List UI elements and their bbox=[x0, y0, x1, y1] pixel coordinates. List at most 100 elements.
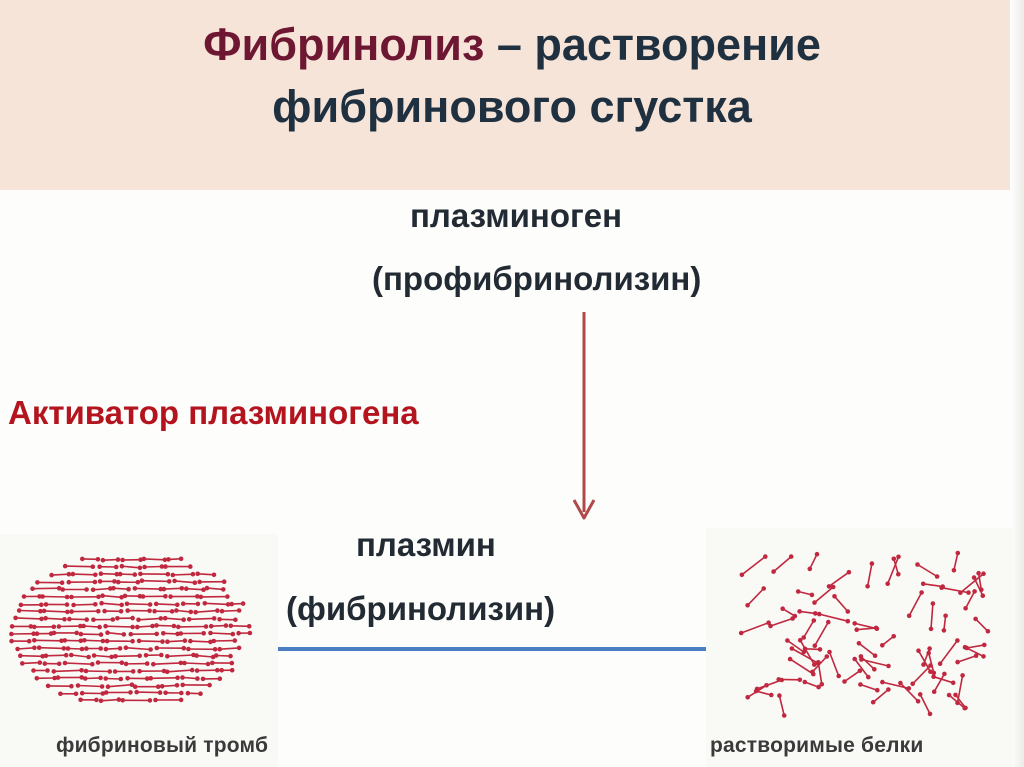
fibrin-strand-node bbox=[160, 639, 165, 644]
fibrin-strand bbox=[65, 565, 93, 568]
fibrin-strand-node bbox=[119, 563, 125, 569]
fibrin-strand bbox=[139, 640, 163, 643]
fibrin-strand-node bbox=[117, 646, 123, 651]
fibrin-strand-node bbox=[230, 631, 236, 637]
fibrin-strand-node bbox=[41, 608, 47, 614]
fibrin-strand-node bbox=[39, 602, 44, 608]
protein-fragment-node bbox=[797, 677, 803, 683]
fibrin-strand-node bbox=[180, 682, 185, 688]
fibrin-strand-node bbox=[144, 676, 150, 681]
protein-fragment-node bbox=[946, 692, 952, 698]
protein-fragment-node bbox=[781, 713, 787, 718]
fibrin-strand-node bbox=[205, 661, 211, 667]
protein-fragment-node bbox=[854, 627, 859, 632]
protein-fragment bbox=[882, 681, 909, 690]
fibrin-strand-node bbox=[130, 638, 135, 644]
protein-fragment bbox=[747, 587, 765, 606]
fibrin-strand-node bbox=[28, 624, 34, 629]
fibrin-strand-node bbox=[155, 684, 161, 689]
fibrin-strand-node bbox=[90, 587, 96, 593]
fibrin-strand-node bbox=[217, 676, 223, 681]
fibrin-strand bbox=[126, 603, 151, 606]
protein-fragment-node bbox=[985, 629, 991, 634]
fibrin-strand-node bbox=[139, 578, 145, 583]
protein-fragment-node bbox=[817, 647, 823, 652]
fibrin-strand-node bbox=[84, 587, 89, 592]
fibrin-strand bbox=[210, 632, 233, 635]
fibrin-strand-node bbox=[176, 624, 181, 630]
protein-fragment-node bbox=[809, 592, 815, 598]
fibrin-strand-node bbox=[159, 652, 164, 658]
fibrin-strand-node bbox=[62, 563, 68, 569]
protein-fragment-node bbox=[816, 684, 821, 690]
fibrin-strand bbox=[221, 609, 240, 612]
fibrin-strand-node bbox=[45, 683, 51, 689]
protein-fragment bbox=[804, 681, 819, 688]
fibrin-strand-node bbox=[79, 646, 85, 652]
fibrin-strand-node bbox=[174, 683, 180, 688]
fibrin-strand-node bbox=[163, 564, 168, 569]
fibrin-strand bbox=[219, 618, 236, 621]
fibrin-strand bbox=[138, 617, 161, 621]
fibrin-strand-node bbox=[143, 653, 149, 658]
fibrin-strand-node bbox=[153, 601, 159, 607]
fibrin-strand bbox=[165, 617, 184, 621]
protein-fragment-node bbox=[789, 646, 795, 651]
fibrin-strand-node bbox=[114, 571, 120, 577]
protein-fragment-node bbox=[787, 656, 793, 662]
fibrin-strand-node bbox=[67, 616, 72, 622]
fibrin-strand bbox=[167, 654, 194, 658]
fibrin-strand-node bbox=[236, 608, 242, 613]
fibrin-strand-node bbox=[18, 602, 24, 608]
fibrin-strand-node bbox=[158, 616, 164, 621]
protein-fragment bbox=[964, 591, 976, 609]
fibrin-strand-node bbox=[116, 579, 121, 585]
fibrin-strand-node bbox=[79, 668, 84, 673]
fibrin-strand-node bbox=[40, 594, 45, 599]
fibrin-strand-node bbox=[79, 690, 85, 696]
fibrin-strand-node bbox=[35, 580, 40, 585]
fibrin-strand bbox=[150, 677, 178, 680]
fibrin-strand-node bbox=[97, 564, 102, 569]
protein-fragment bbox=[828, 651, 840, 677]
fibrin-strand-node bbox=[32, 624, 37, 630]
protein-fragment-node bbox=[739, 572, 745, 578]
protein-fragment bbox=[941, 586, 969, 594]
fibrin-strand-node bbox=[132, 586, 138, 591]
fibrin-strand bbox=[45, 654, 67, 657]
fibrin-strand-node bbox=[188, 609, 194, 615]
fibrin-strand-node bbox=[117, 571, 123, 577]
protein-fragment-node bbox=[891, 634, 896, 639]
protein-fragment-node bbox=[857, 668, 863, 674]
protein-fragment-node bbox=[856, 641, 862, 646]
fibrin-strand bbox=[85, 677, 101, 680]
fibrin-strand-node bbox=[165, 639, 170, 644]
protein-fragment-node bbox=[966, 590, 971, 595]
fibrin-strand-node bbox=[120, 557, 125, 563]
protein-fragment bbox=[866, 563, 873, 587]
fibrin-strand bbox=[72, 573, 96, 576]
protein-fragment-node bbox=[812, 643, 818, 648]
fibrin-strand bbox=[107, 631, 124, 636]
fibrin-strand-node bbox=[20, 661, 25, 666]
fibrin-strand bbox=[197, 573, 215, 576]
protein-fragment-node bbox=[872, 653, 878, 658]
fibrin-strand-node bbox=[104, 638, 110, 644]
fibrin-strand-node bbox=[178, 631, 184, 636]
fibrin-strand-node bbox=[135, 579, 141, 585]
fibrin-strand-node bbox=[118, 609, 124, 614]
fibrin-strand-node bbox=[193, 609, 198, 615]
fibrin-strand bbox=[64, 662, 93, 665]
fibrin-strand-node bbox=[70, 571, 76, 577]
fibrin-strand bbox=[84, 639, 103, 642]
protein-fragment-node bbox=[906, 613, 912, 619]
fibrin-strand-node bbox=[225, 594, 230, 599]
protein-fragment bbox=[755, 690, 772, 696]
protein-fragment-node bbox=[801, 635, 806, 640]
fibrin-strand bbox=[190, 640, 211, 643]
protein-fragment bbox=[858, 642, 876, 657]
fibrin-strand-node bbox=[154, 623, 159, 628]
protein-fragment-node bbox=[951, 568, 957, 573]
fibrin-strand bbox=[167, 669, 193, 673]
fibrin-strand-node bbox=[208, 630, 213, 636]
